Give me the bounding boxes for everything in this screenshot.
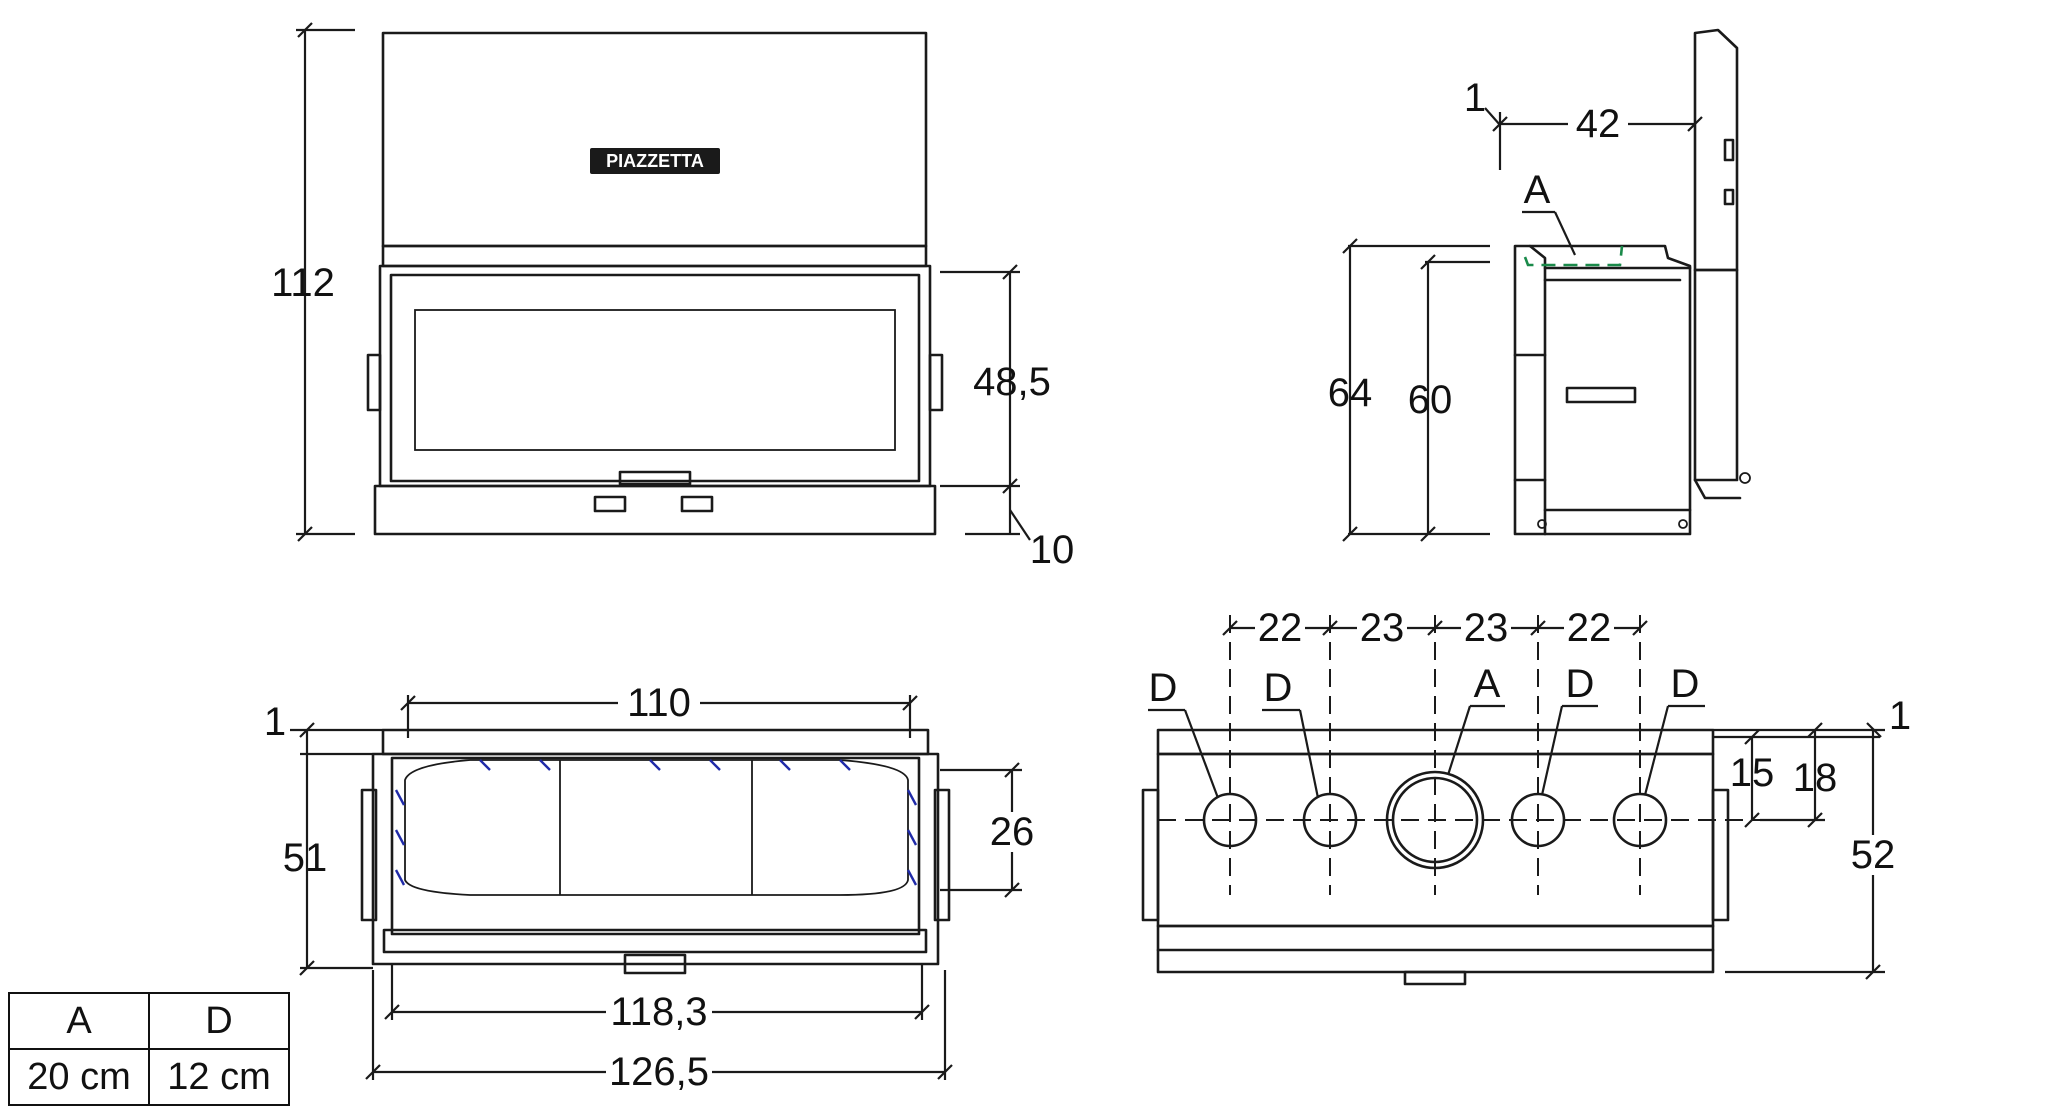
side-dim-height-outer: 64 — [1328, 371, 1373, 415]
outlet-table-value-a: 20 cm — [8, 1048, 150, 1106]
rear-dim-outlet-18: 18 — [1793, 756, 1838, 800]
rear-outlet-label-2: D — [1264, 666, 1293, 710]
brand-logo — [590, 148, 720, 174]
rear-spacing-4: 22 — [1567, 606, 1612, 650]
rear-dim-outlet-15: 15 — [1730, 751, 1775, 795]
outlet-d-2-circle — [1302, 792, 1358, 848]
rear-spacing-1: 22 — [1258, 606, 1303, 650]
outlet-size-table: A D 20 cm 12 cm — [8, 992, 290, 1106]
outlet-a-circle — [1385, 770, 1485, 870]
outlet-table-value-row: 20 cm 12 cm — [8, 1048, 290, 1106]
rear-outlet-label-1: D — [1149, 666, 1178, 710]
plan-dim-width-mid: 118,3 — [610, 990, 707, 1034]
front-view: PIAZZETTA 112 48,5 10 — [271, 22, 1075, 572]
outlet-a-inner-circle — [1391, 776, 1479, 864]
side-dim-top-gap: 1 — [1464, 76, 1486, 120]
front-dim-door-height: 48,5 — [973, 360, 1051, 404]
plan-view: 110 1 51 26 118,3 126,5 — [264, 681, 1038, 1094]
rear-outlet-label-3: A — [1474, 662, 1501, 706]
front-dim-height: 112 — [271, 261, 335, 305]
side-outlet-label-a: A — [1524, 168, 1551, 212]
outlet-d-1-circle — [1202, 792, 1258, 848]
outlet-table-header-row: A D — [8, 992, 290, 1050]
rear-outlet-label-5: D — [1671, 662, 1700, 706]
front-dim-base: 10 — [1030, 528, 1075, 572]
plan-dim-inner-width: 110 — [627, 681, 691, 725]
rear-spacing-2: 23 — [1360, 606, 1405, 650]
rear-outlet-label-4: D — [1566, 662, 1595, 706]
rear-view: 22 23 23 22 D D A D D 1 15 18 — [1141, 606, 1911, 986]
outlet-table-header-a: A — [8, 992, 150, 1050]
side-dim-height-inner: 60 — [1408, 378, 1453, 422]
side-view: 1 42 A 64 60 — [1328, 28, 1751, 542]
plan-dim-opening: 26 — [990, 810, 1035, 854]
rear-dim-top-gap: 1 — [1889, 694, 1911, 738]
outlet-d-3-circle — [1510, 792, 1566, 848]
side-dim-depth-top: 42 — [1576, 102, 1621, 146]
rear-spacing-3: 23 — [1464, 606, 1509, 650]
rear-dim-depth: 52 — [1851, 833, 1896, 877]
plan-dim-depth: 51 — [283, 836, 328, 880]
outlet-table-value-d: 12 cm — [148, 1048, 290, 1106]
outlet-table-header-d: D — [148, 992, 290, 1050]
plan-dim-top-gap: 1 — [264, 700, 286, 744]
brand-logo-text: PIAZZETTA — [606, 151, 704, 171]
plan-dim-width-outer: 126,5 — [609, 1050, 709, 1094]
outlet-d-4-circle — [1612, 792, 1668, 848]
